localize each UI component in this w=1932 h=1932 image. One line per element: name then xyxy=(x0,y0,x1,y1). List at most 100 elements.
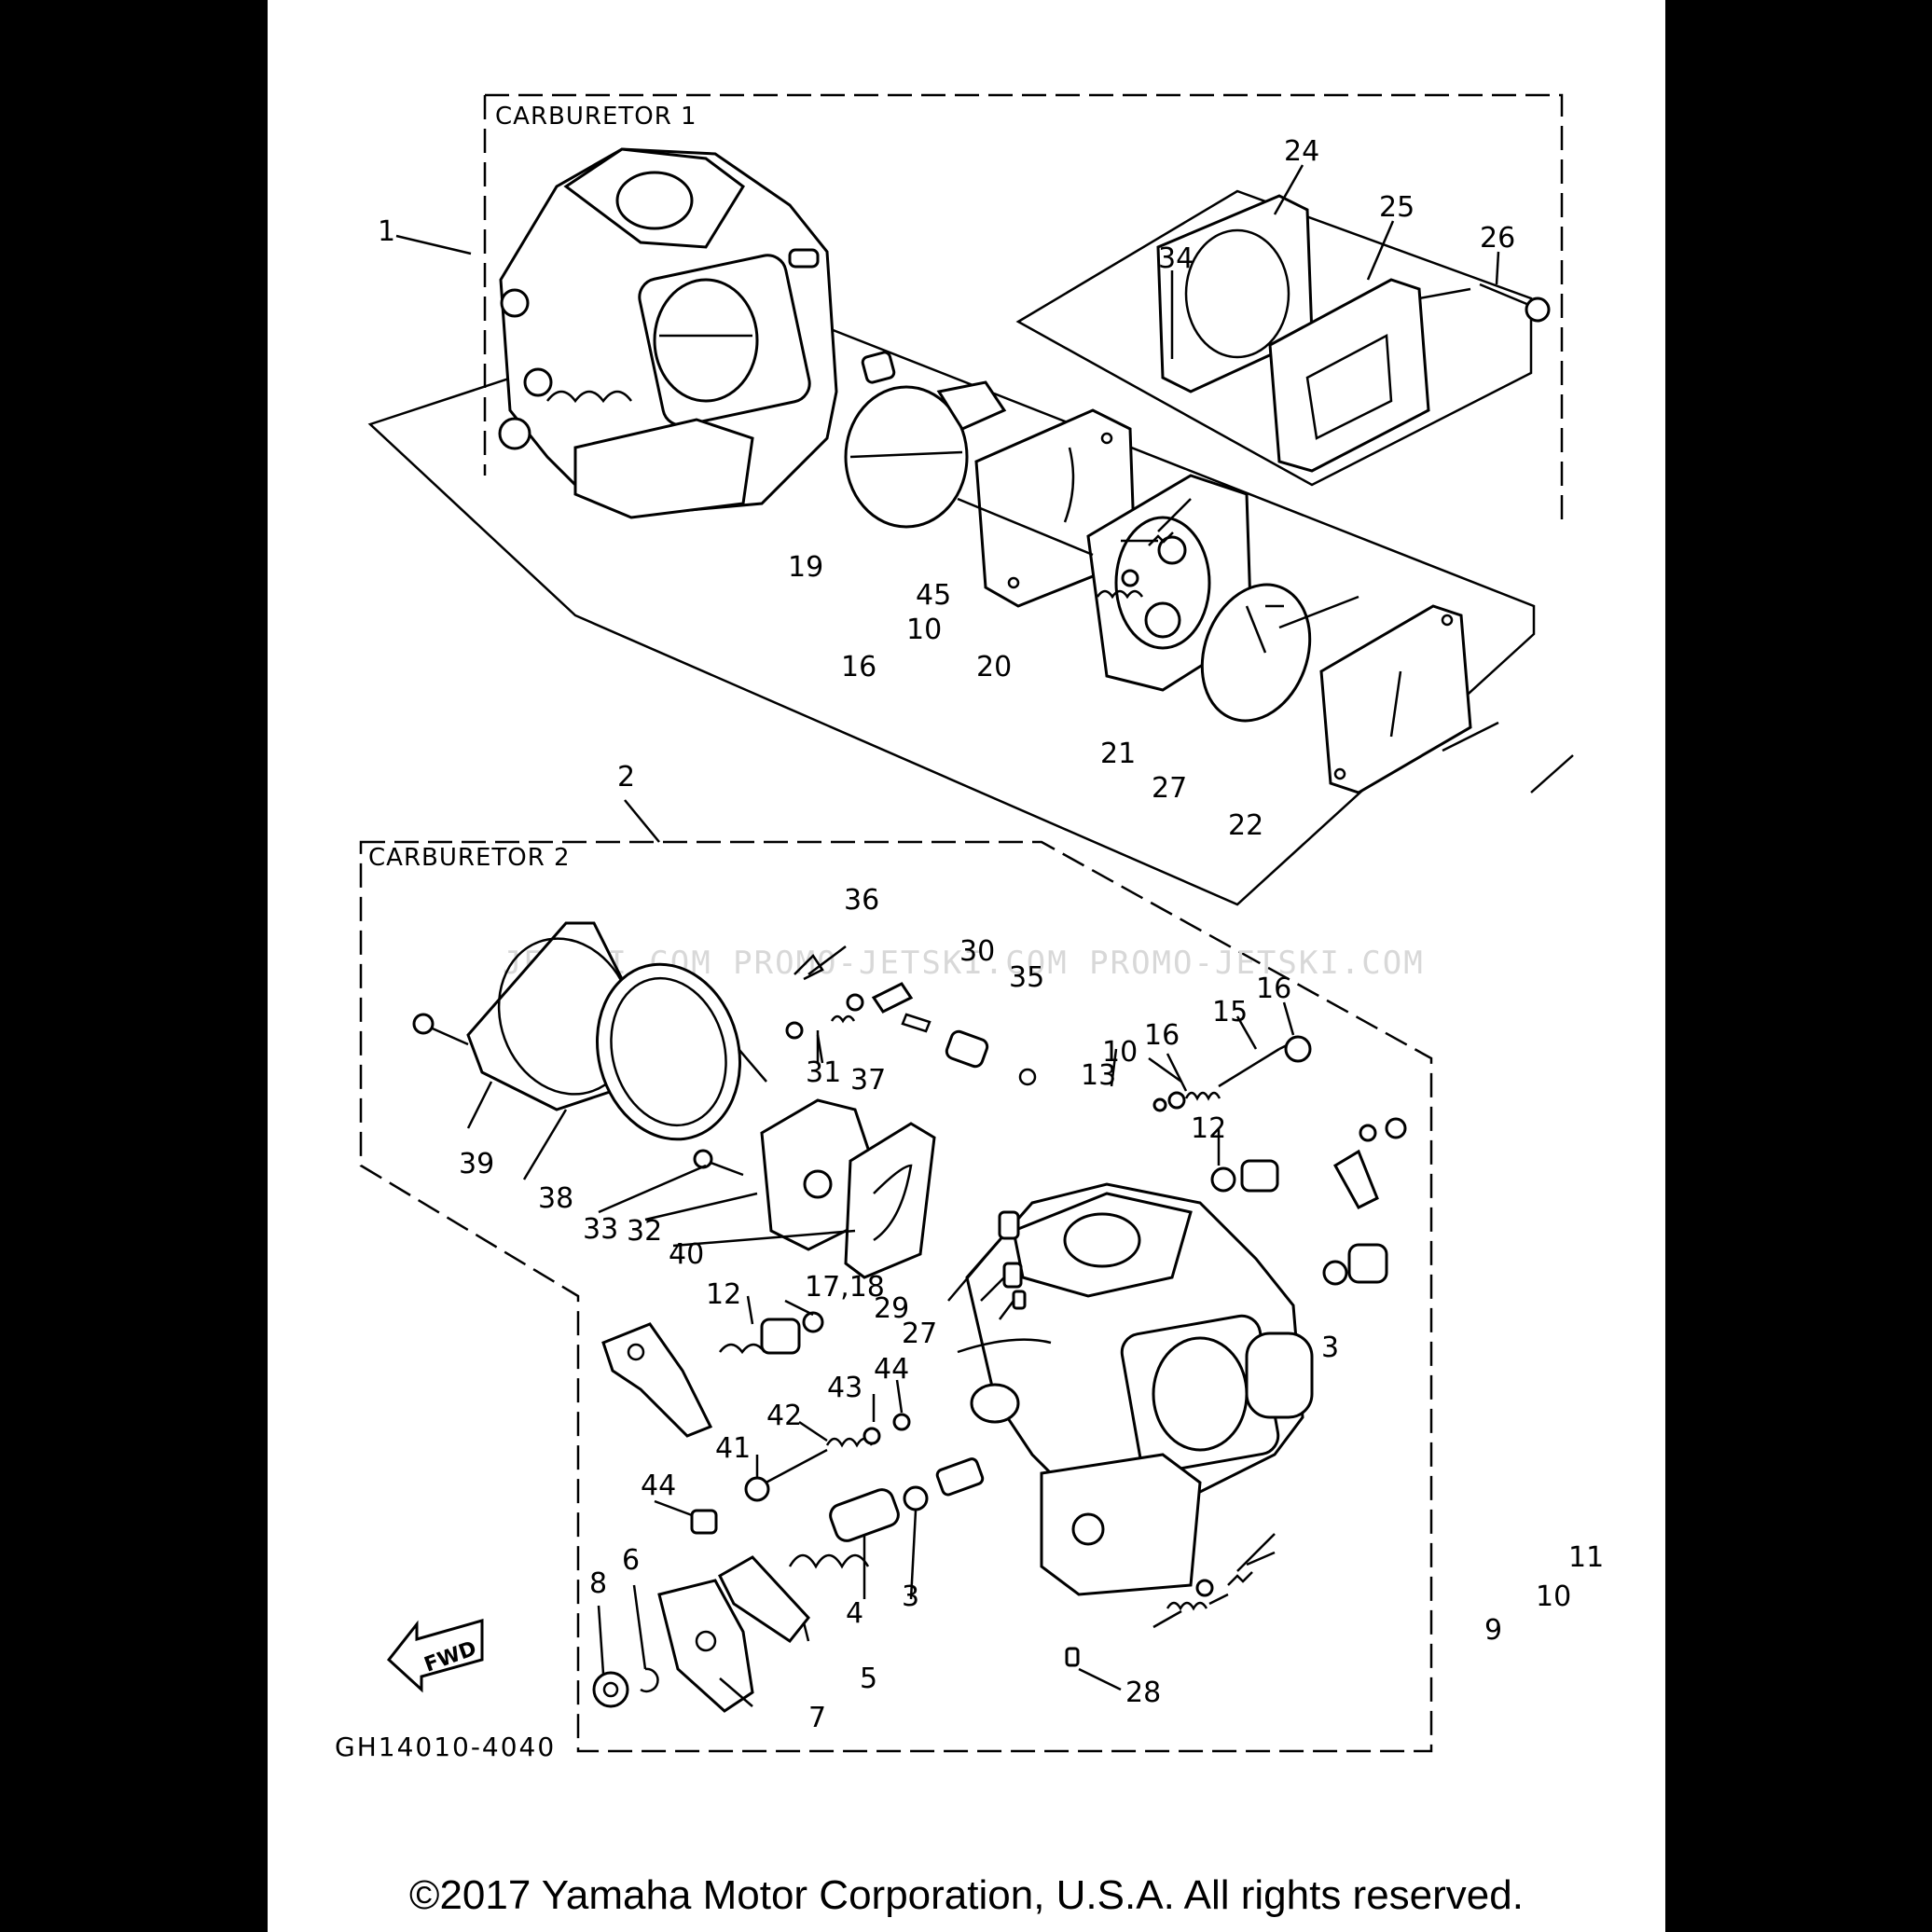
part-17-18-jet xyxy=(998,1210,1020,1240)
callout-45: 45 xyxy=(916,579,951,612)
part-4-shaft xyxy=(829,1488,900,1542)
part-33-plug xyxy=(861,351,896,384)
part-15-cap xyxy=(1284,1035,1312,1063)
callout-24: 25 xyxy=(1379,191,1414,224)
callout-16-bottom: 16 xyxy=(1144,1019,1180,1052)
carburetor-2-box xyxy=(359,840,1433,1753)
part-25-screw xyxy=(1479,283,1551,323)
part-6-clip xyxy=(640,1667,659,1693)
part-44-cap xyxy=(690,1509,718,1535)
carburetor-2-body xyxy=(957,1182,1314,1596)
callout-20: 20 xyxy=(976,651,1012,683)
part-10-oring-c xyxy=(1195,1579,1214,1597)
part-10-oring xyxy=(1121,569,1139,587)
carburetor-1-label: CARBURETOR 1 xyxy=(495,103,697,131)
part-37-diaphragm xyxy=(595,962,742,1141)
part-28-jet xyxy=(1002,1262,1023,1289)
callout-4: 4 xyxy=(846,1597,863,1630)
callout-6: 6 xyxy=(622,1544,640,1577)
callout-34: 35 xyxy=(1009,961,1044,994)
callout-1: 1 xyxy=(378,215,395,248)
callout-16-top: 16 xyxy=(841,651,876,683)
part-9-spring xyxy=(1166,1601,1208,1611)
callout-41: 42 xyxy=(766,1400,802,1432)
callout-35: 36 xyxy=(844,884,879,917)
callout-12-right: 12 xyxy=(1191,1112,1226,1145)
part-10-oring-b xyxy=(1167,1091,1186,1110)
part-13-washer xyxy=(1152,1097,1167,1112)
callout-30: 31 xyxy=(806,1056,841,1089)
callout-38: 39 xyxy=(459,1148,494,1180)
callout-11: 11 xyxy=(1568,1541,1604,1574)
callout-32: 33 xyxy=(583,1213,618,1246)
part-35-clip xyxy=(794,954,824,981)
part-16-spring-b xyxy=(1184,1091,1221,1101)
callout-29: 30 xyxy=(959,935,995,968)
callout-37: 38 xyxy=(538,1182,573,1215)
part-43-oring xyxy=(892,1413,911,1431)
callout-44: 44 xyxy=(641,1470,676,1502)
carburetor-2-label: CARBURETOR 2 xyxy=(368,844,571,872)
part-12-lever-bracket xyxy=(1332,1117,1407,1209)
part-7-cam-plate xyxy=(657,1579,754,1713)
callout-23: 24 xyxy=(1284,135,1319,168)
callout-31: 32 xyxy=(627,1215,662,1248)
part-8-nut xyxy=(592,1671,629,1708)
part-16-spring xyxy=(1096,589,1144,600)
callout-17-18: 17,18 xyxy=(805,1271,885,1304)
callout-36: 37 xyxy=(850,1064,886,1097)
callout-27-lower: 28 xyxy=(1125,1677,1161,1709)
callout-40: 41 xyxy=(715,1432,751,1465)
part-27-jet-b xyxy=(1065,1647,1080,1667)
part-42-washer xyxy=(862,1427,881,1445)
part-5-lever xyxy=(718,1555,810,1644)
carburetor-1-body xyxy=(498,147,838,519)
callout-28: 29 xyxy=(874,1292,909,1325)
throttle-lever xyxy=(601,1322,713,1438)
cover-plane-outline xyxy=(1015,189,1533,487)
callout-21: 21 xyxy=(1100,738,1136,770)
forward-arrow: FWD xyxy=(386,1619,484,1693)
part-11-needle xyxy=(1227,1533,1276,1586)
callout-22: 22 xyxy=(1228,809,1263,842)
part-36-spring xyxy=(830,1014,856,1024)
callout-26: 27 xyxy=(1152,772,1187,805)
diagram-page: CARBURETOR 1 xyxy=(268,0,1665,1932)
callout-39: 40 xyxy=(669,1238,704,1271)
callout-10-bottom: 10 xyxy=(1536,1580,1571,1613)
callout-3-right: 3 xyxy=(1321,1332,1339,1364)
part-24-cover xyxy=(1268,278,1471,473)
part-27-jet-a xyxy=(1012,1290,1027,1310)
part-29-plate xyxy=(846,982,914,1014)
callout-13: 13 xyxy=(1081,1059,1116,1092)
part-32-screw xyxy=(693,1149,744,1177)
part-19-diaphragm xyxy=(844,380,1007,529)
callout-27-upper: 27 xyxy=(902,1318,937,1350)
part-12-collar-a xyxy=(1210,1159,1279,1193)
part-38-screw xyxy=(412,1013,469,1046)
callout-10-mid: 10 xyxy=(1102,1036,1138,1069)
callout-42: 43 xyxy=(827,1372,862,1404)
callout-15: 16 xyxy=(1256,973,1291,1005)
part-40-throttle-screw xyxy=(744,1448,828,1502)
copyright-notice: ©2017 Yamaha Motor Corporation, U.S.A. A… xyxy=(409,1872,1524,1918)
callout-43: 44 xyxy=(874,1353,909,1386)
part-3-collar-a xyxy=(1322,1243,1388,1286)
callout-25: 26 xyxy=(1480,222,1515,255)
callout-9: 9 xyxy=(1484,1614,1502,1647)
return-spring xyxy=(788,1553,870,1569)
callout-7: 7 xyxy=(808,1702,826,1734)
part-3-shaft-end xyxy=(935,1457,985,1497)
diagram-part-number: GH14010-4040 xyxy=(335,1732,556,1762)
part-3-collar-b xyxy=(903,1485,929,1511)
callout-10-top: 10 xyxy=(906,614,942,646)
callout-5: 5 xyxy=(860,1663,877,1695)
part-39-gasket xyxy=(844,1122,936,1279)
callout-33: 34 xyxy=(1158,242,1194,275)
part-34-valve xyxy=(901,1013,1037,1086)
callout-12-left: 12 xyxy=(706,1278,741,1311)
callout-8: 8 xyxy=(589,1567,607,1600)
carburetor-1-box xyxy=(483,93,1564,522)
callout-14: 15 xyxy=(1212,996,1248,1028)
part-26-diaphragm xyxy=(1200,583,1312,723)
